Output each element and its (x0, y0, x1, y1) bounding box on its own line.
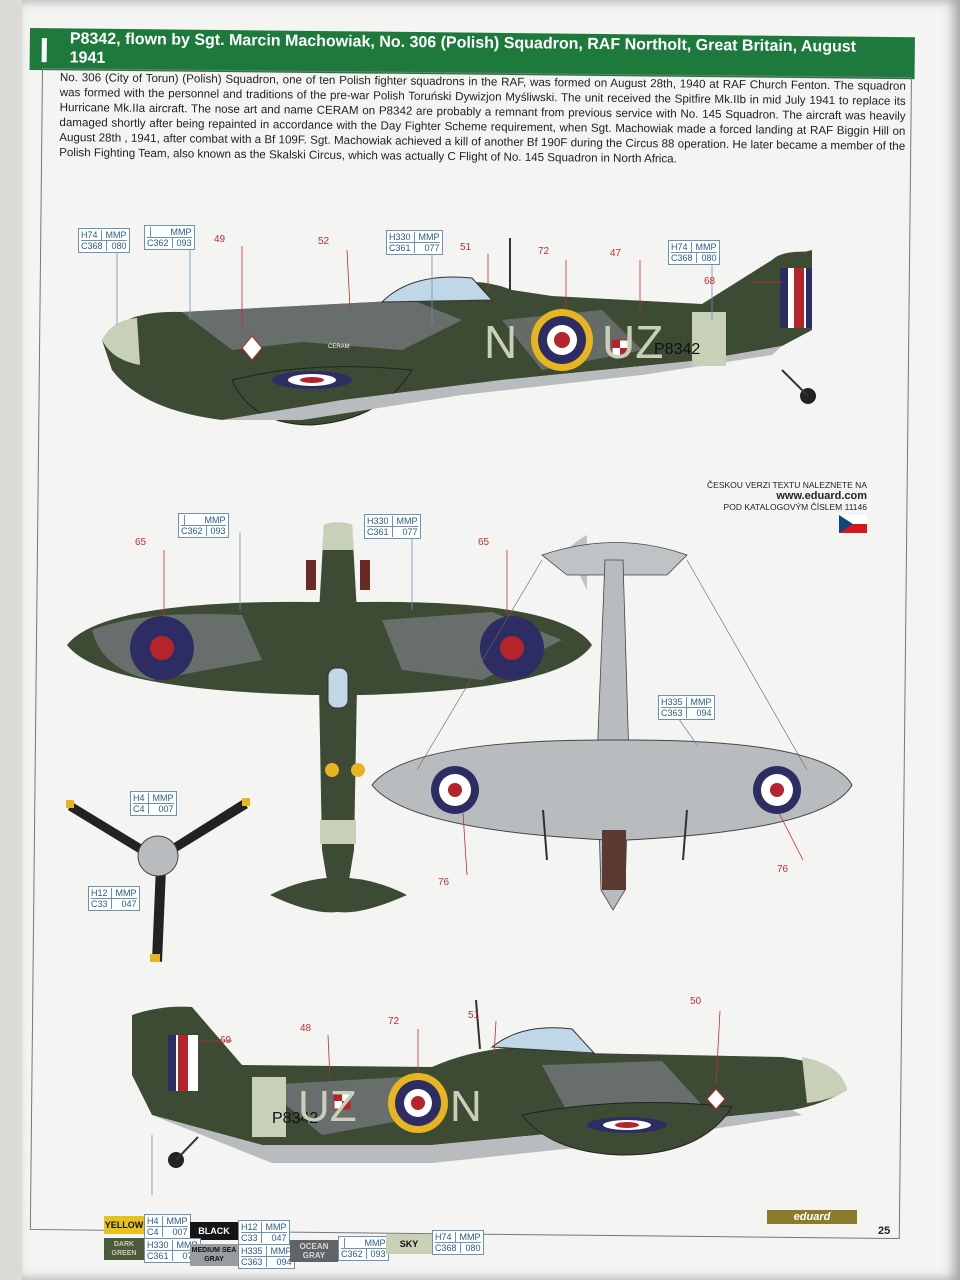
instruction-page: P8342, flown by Sgt. Marcin Machowiak, N… (22, 0, 960, 1280)
czech-flag-icon (839, 515, 867, 533)
page-number: 25 (878, 1225, 891, 1237)
czech-language-note: ČESKOU VERZI TEXTU NALEZNETE NA www.edua… (687, 480, 867, 536)
swatch-black: BLACK (190, 1222, 238, 1240)
nose-art-name: CERAM (328, 344, 350, 350)
swatch-yellow: YELLOW (104, 1216, 144, 1234)
callout-76-left: 76 (438, 877, 450, 888)
swatch-dark-green: DARK GREEN (104, 1238, 144, 1260)
callout-52: 52 (318, 236, 330, 247)
propeller-view (66, 798, 250, 962)
swatch-ocean-gray: OCEAN GRAY (290, 1240, 338, 1262)
swatch-medium-sea-gray: MEDIUM SEA GRAY (190, 1244, 238, 1266)
callout-49: 49 (214, 234, 226, 245)
fuselage-code-right: UZ (602, 316, 663, 368)
right-side-profile: P8342 UZ N (132, 999, 847, 1195)
callout-51-b: 51 (468, 1010, 480, 1021)
facing-page-edge (0, 0, 22, 1280)
fuselage-code-right-b: UZ (298, 1082, 357, 1131)
eduard-logo: eduard (767, 1210, 857, 1224)
upper-surface-view (67, 522, 592, 913)
fuselage-code-left: N (484, 316, 517, 368)
serial-number-b: P8342 (272, 1110, 318, 1127)
callout-65-left: 65 (135, 537, 147, 548)
callout-72-b: 72 (388, 1016, 400, 1027)
left-side-profile: N UZ P8342 CERAM (102, 238, 816, 426)
callout-47: 47 (610, 248, 622, 259)
header-accent-bar (41, 38, 47, 63)
callout-76-right: 76 (777, 864, 789, 875)
underside-view (371, 535, 853, 911)
callout-65-right: 65 (478, 537, 490, 548)
swatch-sky: SKY (386, 1234, 432, 1254)
callout-50: 50 (690, 996, 702, 1007)
fuselage-code-left-b: N (450, 1082, 482, 1131)
callout-48: 48 (300, 1023, 312, 1034)
callout-72: 72 (538, 246, 550, 257)
serial-number: P8342 (654, 341, 700, 358)
callout-68: 68 (704, 276, 716, 287)
callout-51: 51 (460, 242, 472, 253)
history-text: No. 306 (City of Torun) (Polish) Squadro… (59, 70, 906, 166)
callout-69: 69 (220, 1035, 232, 1046)
